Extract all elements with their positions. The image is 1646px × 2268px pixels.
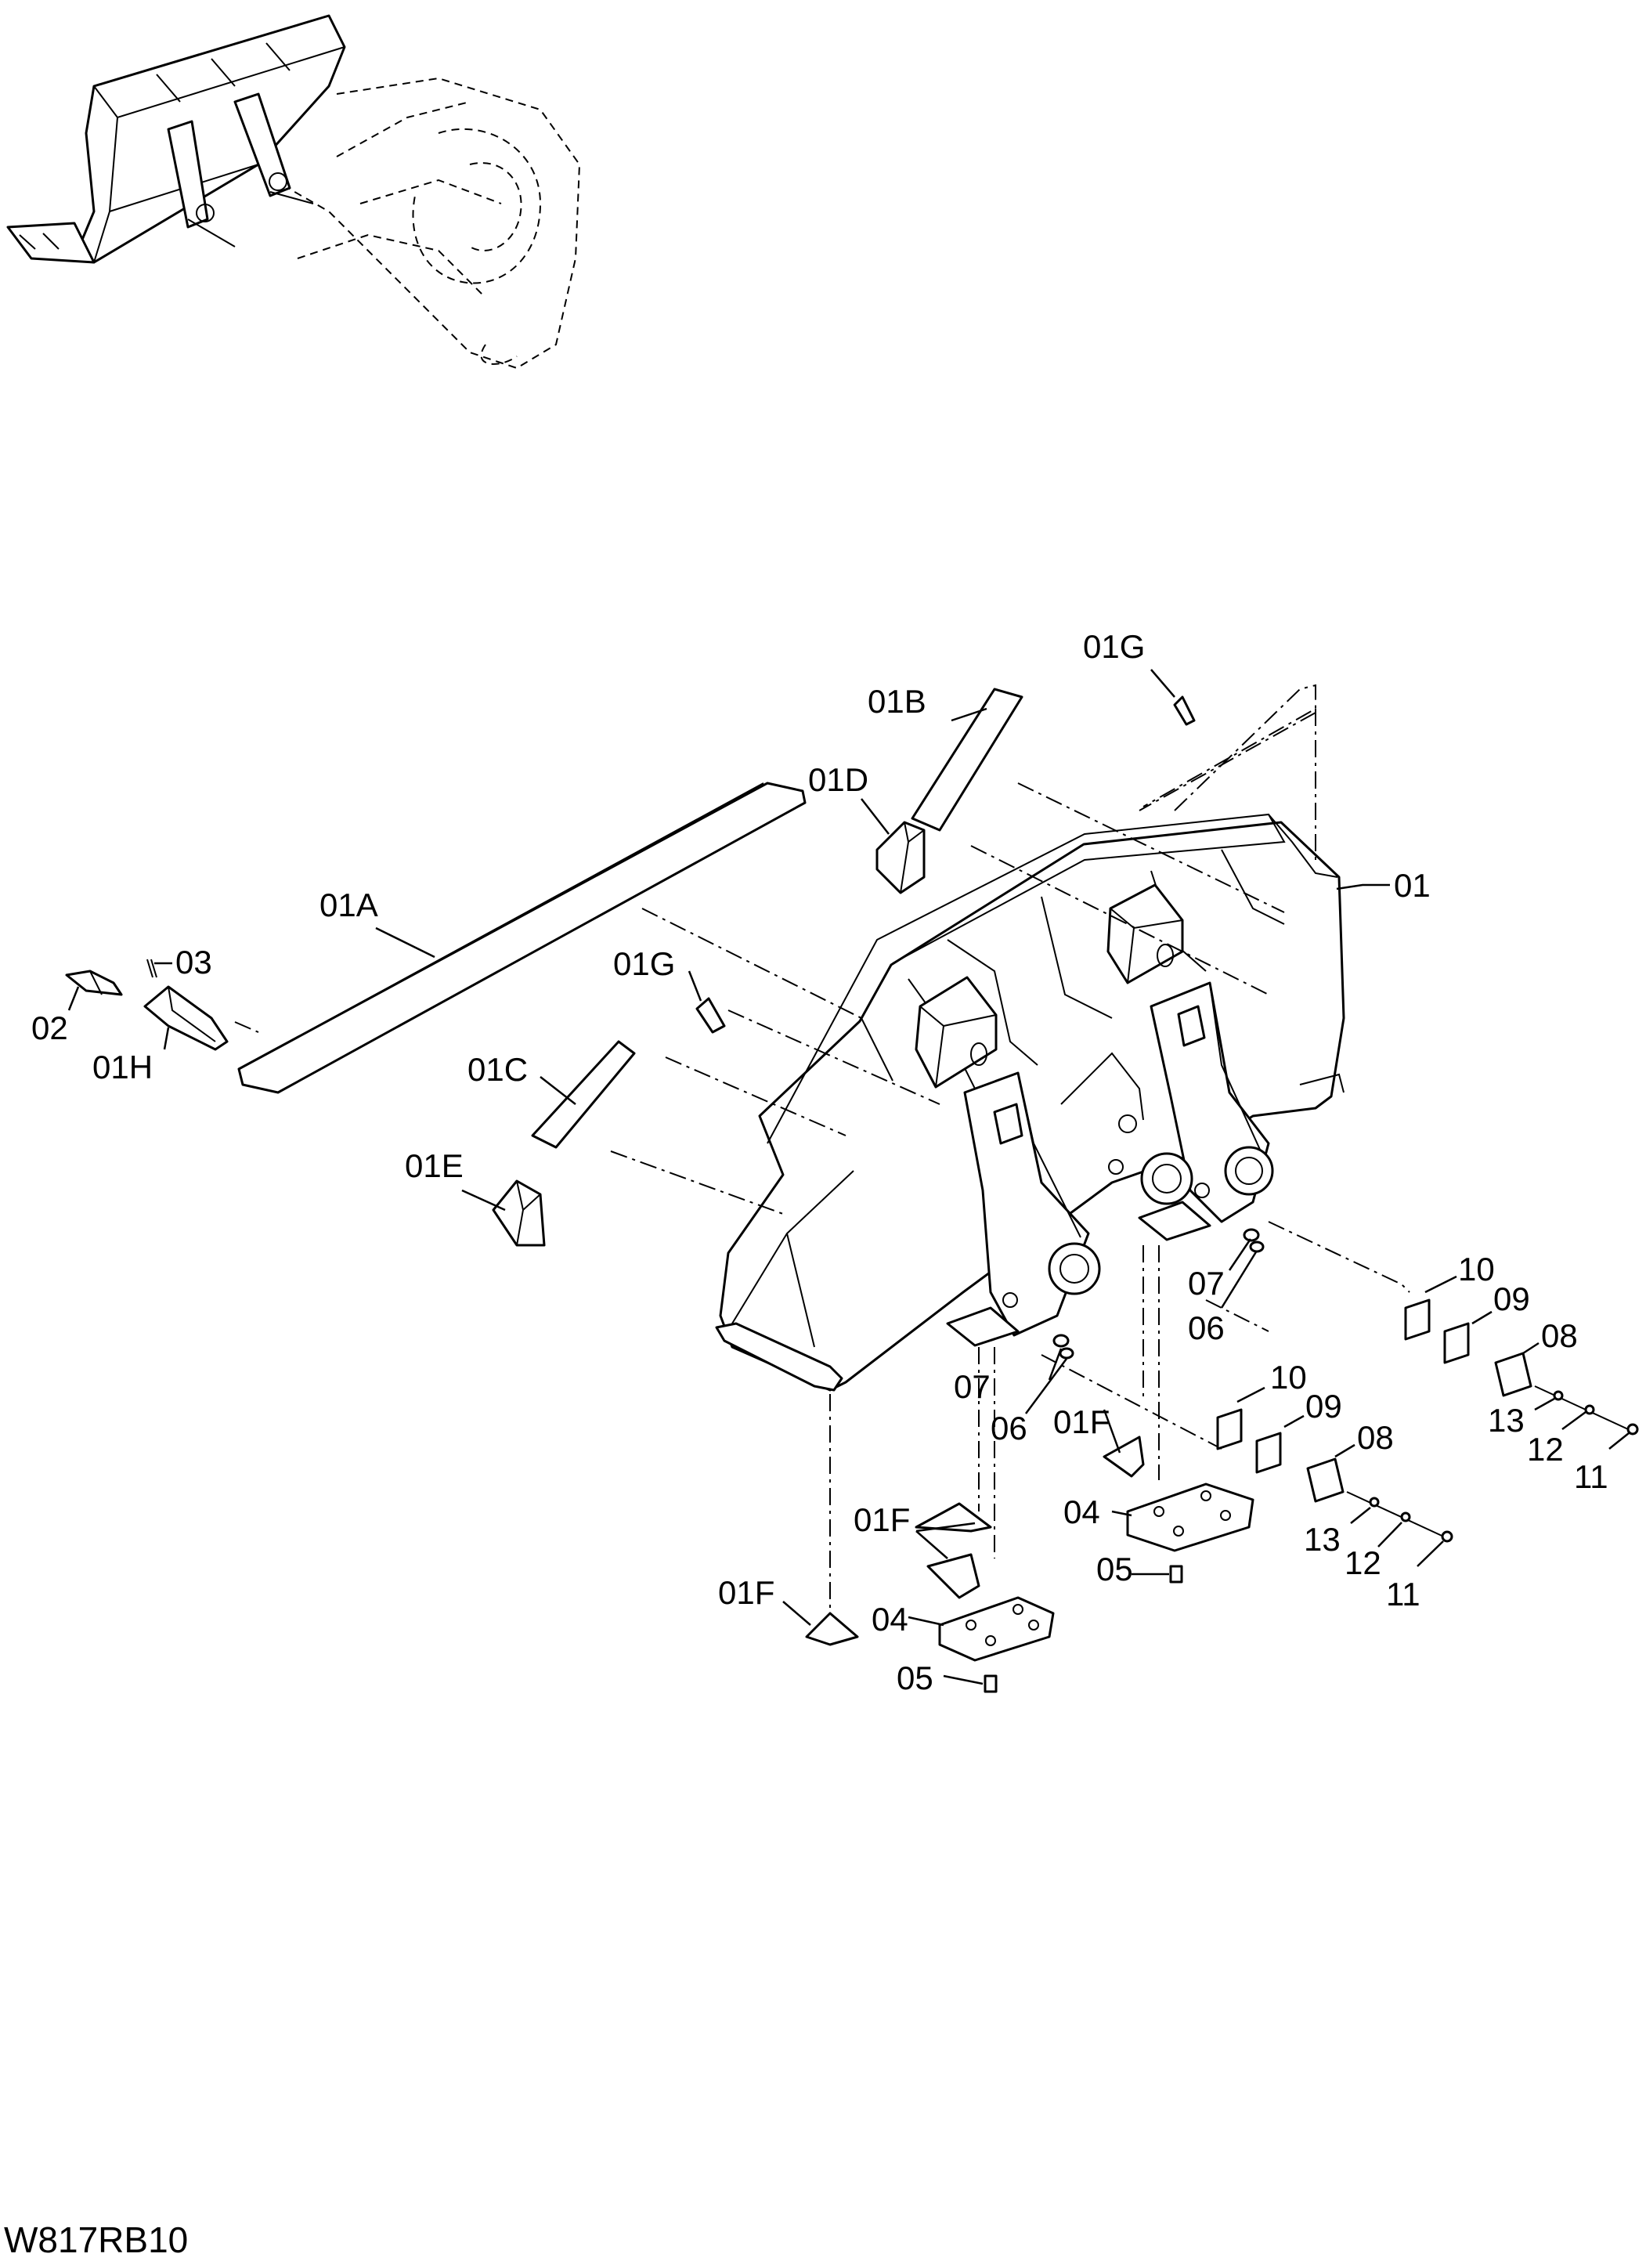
label-02: 02 — [31, 1009, 68, 1046]
label-05-right: 05 — [1096, 1551, 1133, 1587]
label-13-front: 13 — [1304, 1521, 1341, 1558]
label-04-left: 04 — [872, 1601, 908, 1638]
part-09-rear-shape — [1443, 1322, 1470, 1364]
label-10-front: 10 — [1270, 1359, 1307, 1396]
part-01C-shape — [531, 1040, 636, 1149]
label-01: 01 — [1394, 867, 1431, 904]
part-10-rear-shape — [1404, 1298, 1431, 1341]
label-06-left: 06 — [991, 1410, 1027, 1446]
label-01E: 01E — [405, 1147, 464, 1184]
part-08-front-shape — [1306, 1457, 1345, 1503]
part-09-front-shape — [1255, 1432, 1282, 1474]
label-01H: 01H — [92, 1049, 153, 1085]
part-01F-d-shape — [1103, 1436, 1145, 1478]
label-09-rear: 09 — [1493, 1280, 1530, 1317]
label-11-front: 11 — [1386, 1576, 1420, 1613]
label-06-right: 06 — [1188, 1309, 1225, 1346]
label-10-rear: 10 — [1458, 1251, 1495, 1287]
part-01E-shape — [492, 1179, 546, 1247]
part-04-b-shape — [1126, 1483, 1254, 1552]
diagram-code: W817RB10 — [4, 2219, 188, 2260]
label-04-right: 04 — [1063, 1493, 1100, 1530]
label-01D: 01D — [808, 761, 868, 798]
label-08-rear: 08 — [1541, 1317, 1578, 1354]
part-labels: 01 01A 01B 01C 01D 01E 01G 01G 01H 02 03… — [31, 628, 1608, 1696]
part-01H-shape — [143, 985, 229, 1051]
overview-thumbnail — [6, 14, 581, 370]
bucket-body — [715, 813, 1345, 1392]
label-11-rear: 11 — [1574, 1458, 1608, 1495]
label-05-left: 05 — [897, 1659, 933, 1696]
part-01F-c-shape — [926, 1553, 980, 1599]
part-01F-a-shape — [805, 1612, 859, 1646]
label-12-front: 12 — [1345, 1544, 1381, 1581]
part-01A-shape — [237, 782, 807, 1094]
part-04-a-shape — [938, 1596, 1055, 1662]
label-01F-right: 01F — [1053, 1403, 1110, 1440]
label-01C: 01C — [467, 1051, 528, 1088]
part-01B-shape — [911, 688, 1023, 832]
label-01A: 01A — [319, 887, 378, 923]
part-01G-top-shape — [1173, 695, 1196, 726]
part-01G-near-shape — [695, 997, 726, 1034]
label-07-right: 07 — [1188, 1265, 1225, 1302]
label-01G-near: 01G — [613, 945, 675, 982]
leader-lines — [67, 669, 1630, 1685]
label-07-left: 07 — [954, 1368, 991, 1405]
part-10-front-shape — [1216, 1408, 1243, 1450]
label-13-rear: 13 — [1488, 1402, 1525, 1439]
label-01B: 01B — [868, 683, 926, 720]
label-01G-top: 01G — [1083, 628, 1145, 665]
components — [65, 688, 1639, 1693]
label-09-front: 09 — [1305, 1388, 1342, 1425]
part-02-shape — [65, 970, 123, 996]
label-03: 03 — [175, 944, 212, 981]
assembly-lines — [234, 684, 1410, 1629]
label-01F-left: 01F — [718, 1574, 774, 1611]
part-08-rear-shape — [1494, 1352, 1532, 1397]
label-12-rear: 12 — [1527, 1431, 1564, 1468]
label-01F-mid: 01F — [854, 1501, 910, 1538]
label-08-front: 08 — [1357, 1419, 1394, 1456]
part-01D-shape — [875, 821, 926, 894]
